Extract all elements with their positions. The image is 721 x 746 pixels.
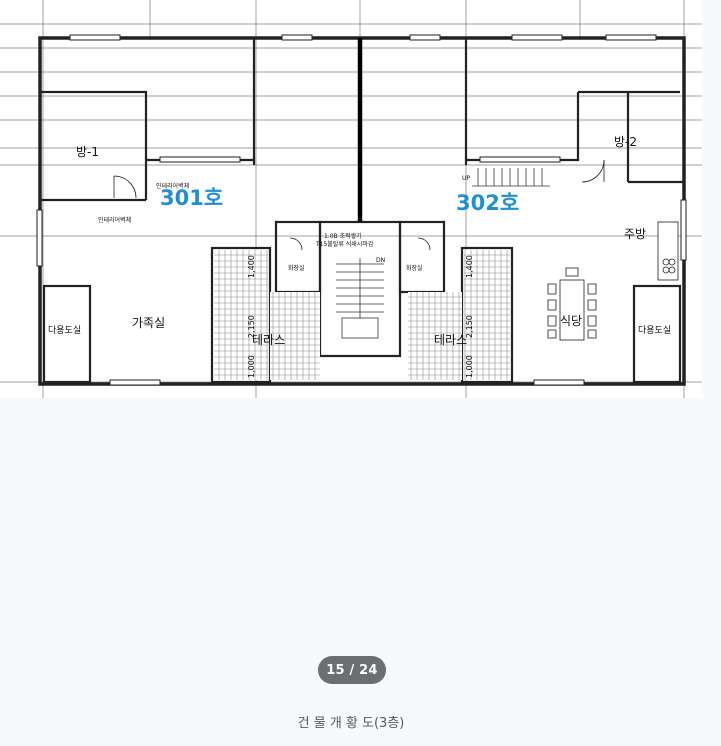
room-label-1: 방-1 <box>76 145 99 159</box>
dim-2150-right: 2,150 <box>465 315 474 338</box>
utility-right-label: 다용도실 <box>638 325 671 336</box>
dim-1000-left: 1,000 <box>247 355 256 378</box>
dim-2150-left: 2,150 <box>247 315 256 338</box>
dining-label: 식당 <box>560 314 582 328</box>
stair-up-label: UP <box>462 175 470 182</box>
room-label-2: 방-2 <box>614 135 637 149</box>
dim-1400-left: 1,400 <box>247 255 256 278</box>
toilet-right-label: 화장실 <box>406 264 423 272</box>
terrace-right-label: 테라스 <box>434 333 467 347</box>
kitchen-label: 주방 <box>624 227 646 241</box>
terrace-left-label: 테라스 <box>252 333 285 347</box>
dim-1400-right: 1,400 <box>465 255 474 278</box>
stair-note-2: T15불탈류 석쇄시마감 <box>315 240 374 248</box>
living-room-label: 가족실 <box>132 316 165 330</box>
stair-dn-label: DN <box>376 257 385 264</box>
floorplan-drawing: 301호 302호 방-1 방-2 가족실 주방 식당 테라스 테라스 다용도실… <box>0 0 702 398</box>
slide-counter-badge: 15 / 24 <box>318 656 386 684</box>
utility-left-label: 다용도실 <box>48 325 81 336</box>
image-caption: 건 물 개 황 도(3층) <box>297 716 405 731</box>
toilet-left-label: 화장실 <box>288 264 305 272</box>
interior-wall-note-1: 인테리어벽체 <box>156 182 189 190</box>
interior-wall-note-2: 인테리어벽체 <box>98 216 131 224</box>
dim-1000-right: 1,000 <box>465 355 474 378</box>
stair-note-1: 1.0B 조적쌓기 <box>324 232 362 240</box>
unit-label-302: 302호 <box>456 191 519 215</box>
unit-label-301: 301호 <box>160 186 223 210</box>
floorplan-image[interactable]: 301호 302호 방-1 방-2 가족실 주방 식당 테라스 테라스 다용도실… <box>0 0 702 398</box>
